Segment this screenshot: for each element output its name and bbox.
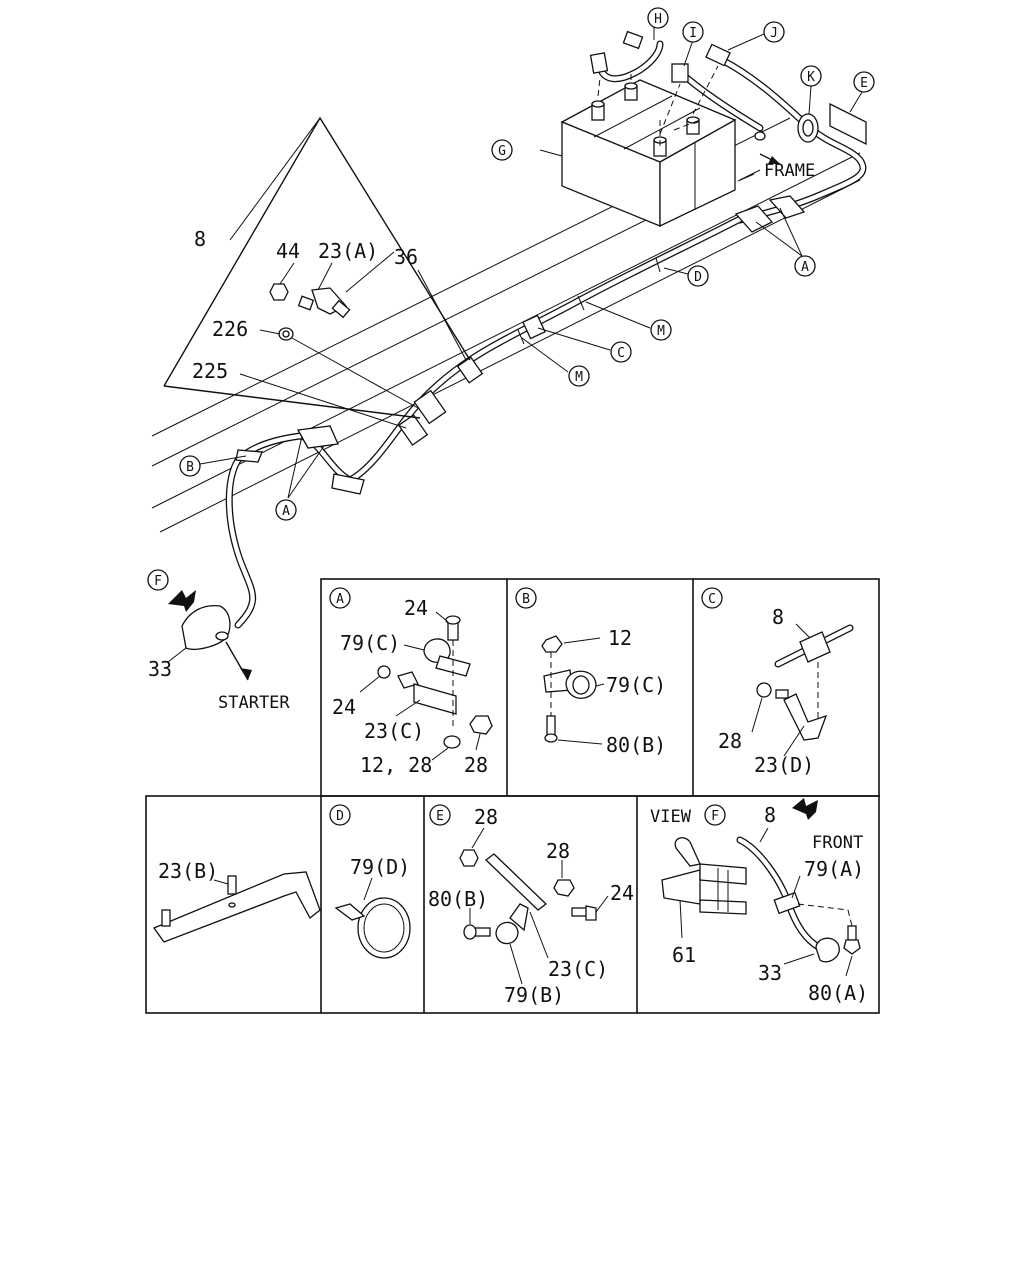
callout-a-lower-label: A bbox=[282, 504, 290, 519]
callout-g-label: G bbox=[498, 144, 506, 159]
leader-lines bbox=[167, 26, 863, 663]
a-23c: 23(C) bbox=[364, 719, 424, 743]
callout-f bbox=[147, 569, 169, 591]
e-28-top: 28 bbox=[474, 805, 498, 829]
callout-b bbox=[179, 455, 201, 477]
main-harness bbox=[181, 195, 806, 681]
callout-e bbox=[853, 71, 875, 93]
f-79a: 79(A) bbox=[804, 857, 864, 881]
callout-c-label: C bbox=[617, 346, 625, 361]
detail-b-tag: B bbox=[522, 592, 530, 607]
detail-e-tag: E bbox=[436, 809, 444, 824]
part-23b-label: 23(B) bbox=[158, 859, 218, 883]
frame-rails bbox=[151, 117, 861, 533]
detail-grid bbox=[145, 578, 880, 1014]
callout-k-label: K bbox=[807, 70, 815, 85]
part-23a-label: 23(A) bbox=[318, 239, 378, 263]
e-28: 28 bbox=[546, 839, 570, 863]
c-8: 8 bbox=[772, 605, 784, 629]
detail-e: E 28 28 80(B) 24 23(C) 79(B) bbox=[428, 804, 634, 1007]
view-f-arrow bbox=[168, 590, 196, 612]
callout-d bbox=[687, 265, 709, 287]
a-24-top: 24 bbox=[404, 596, 428, 620]
front-arrow-icon bbox=[792, 798, 818, 820]
f-8: 8 bbox=[764, 803, 776, 827]
f-33: 33 bbox=[758, 961, 782, 985]
callout-c bbox=[610, 341, 632, 363]
detail-f-tag: F bbox=[711, 809, 719, 824]
callout-m-upper-label: M bbox=[657, 324, 665, 339]
callout-j bbox=[763, 21, 785, 43]
callout-a-upper-label: A bbox=[801, 260, 809, 275]
starter-label: STARTER bbox=[218, 693, 290, 713]
battery-cables bbox=[589, 30, 867, 224]
callout-m-lower bbox=[568, 365, 590, 387]
e-80b: 80(B) bbox=[428, 887, 488, 911]
part-33-label: 33 bbox=[148, 657, 172, 681]
callout-j-label: J bbox=[770, 26, 778, 41]
callout-d-label: D bbox=[694, 270, 702, 285]
frame-label: FRAME bbox=[764, 161, 815, 181]
callout-h-label: H bbox=[654, 12, 662, 27]
a-24: 24 bbox=[332, 695, 356, 719]
a-79c: 79(C) bbox=[340, 631, 400, 655]
d-79d: 79(D) bbox=[350, 855, 410, 879]
b-79c: 79(C) bbox=[606, 673, 666, 697]
callout-g bbox=[491, 139, 513, 161]
f-front: FRONT bbox=[812, 833, 863, 853]
part-225-label: 225 bbox=[192, 359, 228, 383]
callout-k bbox=[800, 65, 822, 87]
b-80b: 80(B) bbox=[606, 733, 666, 757]
detail-f: VIEW F FRONT 8 79(A) 61 33 80(A) bbox=[650, 798, 868, 1005]
detail-23b: 23(B) bbox=[152, 859, 321, 943]
f-61: 61 bbox=[672, 943, 696, 967]
callout-b-label: B bbox=[186, 460, 194, 475]
callout-i bbox=[682, 21, 704, 43]
c-28: 28 bbox=[718, 729, 742, 753]
callout-a-upper bbox=[794, 255, 816, 277]
c-23d: 23(D) bbox=[754, 753, 814, 777]
detail-a-tag: A bbox=[336, 592, 344, 607]
detail-d: D 79(D) bbox=[329, 804, 411, 959]
callout-i-label: I bbox=[689, 26, 697, 41]
callout-e-label: E bbox=[860, 76, 868, 91]
callout-a-lower bbox=[275, 499, 297, 521]
detail-b: B 12 79(C) 80(B) bbox=[515, 587, 666, 757]
e-24: 24 bbox=[610, 881, 634, 905]
e-23c: 23(C) bbox=[548, 957, 608, 981]
callout-m-lower-label: M bbox=[575, 370, 583, 385]
f-80a: 80(A) bbox=[808, 981, 868, 1005]
part-226-label: 226 bbox=[212, 317, 248, 341]
a-12-28: 12, 28 bbox=[360, 753, 432, 777]
b-12: 12 bbox=[608, 626, 632, 650]
e-79b: 79(B) bbox=[504, 983, 564, 1007]
a-28: 28 bbox=[464, 753, 488, 777]
callout-m-upper bbox=[650, 319, 672, 341]
detail-c-tag: C bbox=[708, 592, 716, 607]
callout-h bbox=[647, 7, 669, 29]
part-36-label: 36 bbox=[394, 245, 418, 269]
detail-c: C 8 28 23(D) bbox=[701, 587, 854, 777]
f-view: VIEW bbox=[650, 807, 692, 827]
bracket-hardware bbox=[269, 283, 351, 341]
part-8-label: 8 bbox=[194, 227, 206, 251]
main-labels: FRAME STARTER 8 44 23(A) 36 226 225 33 bbox=[148, 161, 815, 713]
main-callouts: H I J K E G A D M C M B A F bbox=[147, 7, 875, 591]
detail-d-tag: D bbox=[336, 809, 344, 824]
part-44-label: 44 bbox=[276, 239, 300, 263]
battery-pair bbox=[560, 79, 737, 228]
detail-a: A 24 79(C) 24 23(C) 12, 28 28 bbox=[329, 587, 493, 777]
callout-f-label: F bbox=[154, 574, 162, 589]
